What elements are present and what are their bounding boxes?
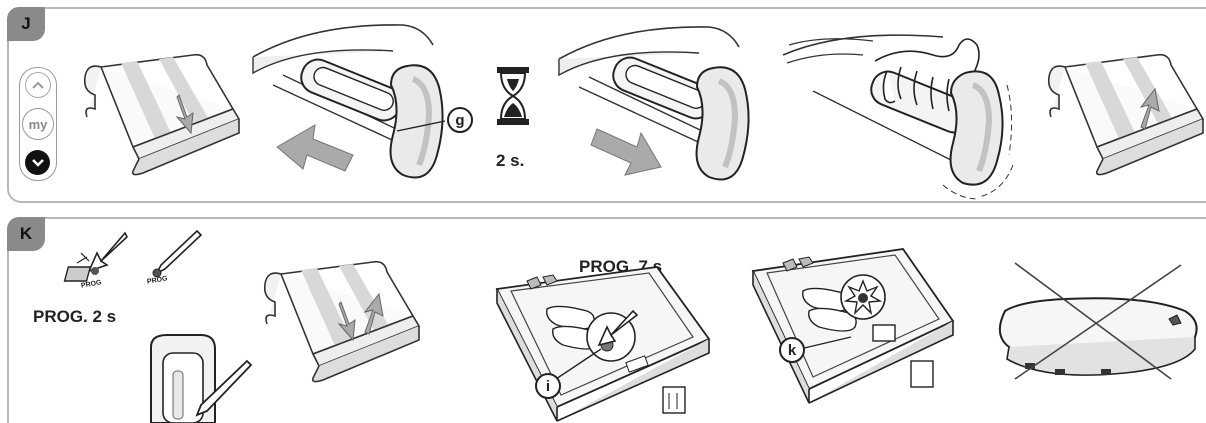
up-arrow-icon bbox=[32, 81, 44, 89]
up-button bbox=[25, 72, 51, 98]
callout-k: k bbox=[779, 337, 805, 363]
my-button-icon: my bbox=[28, 116, 48, 132]
press-arrow-icon bbox=[87, 231, 128, 273]
open-sensor-led-illustration bbox=[751, 248, 955, 404]
awning-up-illustration bbox=[1047, 53, 1205, 176]
led-icon bbox=[843, 279, 883, 316]
step-j-label: J bbox=[7, 7, 45, 41]
awning-down-illustration bbox=[83, 53, 241, 176]
hourglass-icon bbox=[497, 67, 529, 125]
prog-2s-label: PROG. 2 s bbox=[33, 307, 117, 326]
open-sensor-press-illustration bbox=[495, 266, 711, 422]
wall-switch-illustration bbox=[150, 334, 253, 423]
cross-icon bbox=[1014, 262, 1182, 380]
hand-press-illustration bbox=[782, 34, 1014, 200]
my-button: my bbox=[22, 108, 54, 140]
sensor-discard-illustration bbox=[998, 262, 1198, 380]
timer-label: 2 s. bbox=[496, 151, 525, 170]
step-k-label: K bbox=[7, 217, 45, 251]
step-k-panel: K PROG PROG PROG. 2 s PROG. 7 s bbox=[7, 217, 1206, 423]
callout-i: i bbox=[535, 373, 561, 399]
down-arrow-icon bbox=[31, 158, 44, 167]
down-button bbox=[25, 150, 50, 175]
sensor-slide-left-illustration bbox=[252, 24, 446, 179]
step-j-panel: J my g bbox=[7, 7, 1206, 203]
awning-updown-illustration bbox=[263, 260, 421, 383]
pen-icon bbox=[155, 229, 203, 275]
callout-g: g bbox=[447, 107, 473, 133]
remote-control: my bbox=[19, 67, 57, 181]
sensor-slide-right-illustration bbox=[558, 26, 750, 181]
prog-buttons-illustration bbox=[63, 229, 203, 282]
